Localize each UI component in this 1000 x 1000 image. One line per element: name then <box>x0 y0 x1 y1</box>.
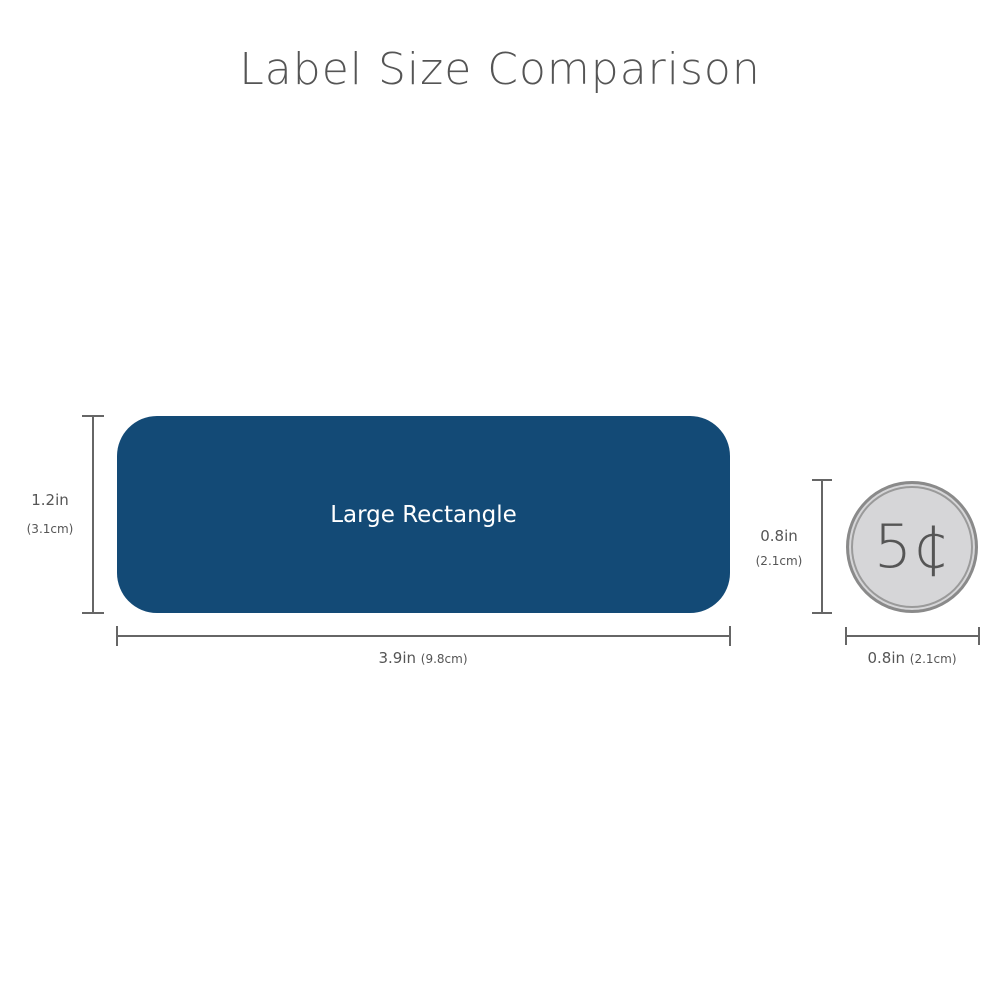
coin-height-cm: (2.1cm) <box>755 554 803 568</box>
coin-height-in: 0.8in <box>760 527 798 545</box>
rectangle-height-in: 1.2in <box>31 491 69 509</box>
coin-label: 5¢ <box>873 512 951 582</box>
large-rectangle-label-shape: Large Rectangle <box>117 416 730 613</box>
coin-5-cent: 5¢ <box>846 481 978 613</box>
rectangle-label: Large Rectangle <box>330 501 517 528</box>
rectangle-height-cm: (3.1cm) <box>26 522 74 536</box>
coin-width-label: 0.8in (2.1cm) <box>867 649 957 667</box>
rectangle-width-label: 3.9in (9.8cm) <box>378 649 468 667</box>
page-title: Label Size Comparison <box>239 44 761 95</box>
